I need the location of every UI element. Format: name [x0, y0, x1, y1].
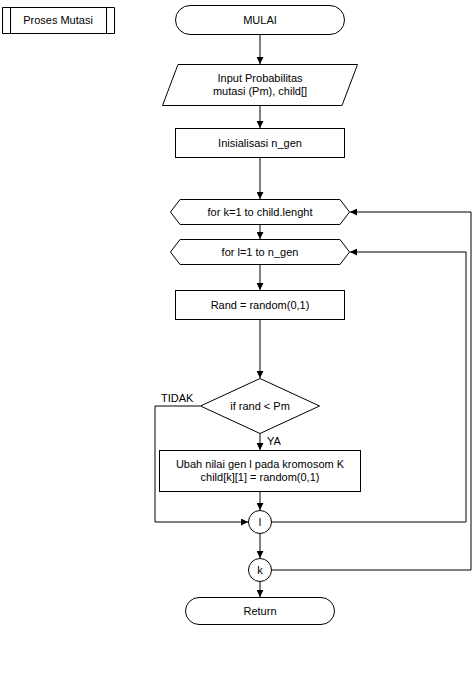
- connector-circle: l: [248, 510, 272, 534]
- terminator: Return: [185, 597, 335, 625]
- input-parallelogram: Input Probabilitas mutasi (Pm), child[]: [162, 64, 358, 106]
- connector: [260, 35, 261, 64]
- node-text: Rand = random(0,1): [211, 299, 310, 312]
- edge-label: YA: [266, 435, 282, 447]
- predefined-bar: [106, 8, 107, 34]
- node-text: Ubah nilai gen l pada kromosom K child[k…: [166, 458, 354, 484]
- node-text: for k=1 to child.lenght: [208, 206, 313, 219]
- loop-hexagon-shape: [171, 200, 350, 225]
- connector: [260, 265, 261, 290]
- decision-diamond-shape: [201, 379, 320, 434]
- decision-diamond: if rand < Pm: [200, 378, 320, 434]
- connector: [260, 320, 261, 378]
- predefined-process: Proses Mutasi: [2, 7, 115, 34]
- process-box: Ubah nilai gen l pada kromosom K child[k…: [159, 450, 361, 492]
- process-box: Rand = random(0,1): [175, 290, 345, 320]
- loop-hexagon: for k=1 to child.lenght: [170, 199, 350, 225]
- connector: [260, 434, 261, 450]
- predefined-bar: [10, 8, 11, 34]
- connector: [260, 492, 261, 510]
- input-parallelogram-shape: [163, 65, 358, 106]
- node-text: if rand < Pm: [230, 400, 290, 413]
- node-text: Input Probabilitas mutasi (Pm), child[]: [201, 72, 319, 98]
- connector: [260, 225, 261, 239]
- loop-hexagon: for l=1 to n_gen: [170, 239, 350, 265]
- node-text: for l=1 to n_gen: [222, 246, 299, 259]
- connector: [272, 212, 471, 570]
- connector: [260, 158, 261, 199]
- terminator: MULAI: [175, 5, 345, 35]
- node-text: Proses Mutasi: [23, 14, 93, 27]
- node-text: MULAI: [243, 14, 277, 27]
- connector: [260, 582, 261, 597]
- node-text: Inisialisasi n_gen: [218, 137, 302, 150]
- connector: [260, 106, 261, 128]
- connector: [260, 534, 261, 558]
- node-text: Return: [243, 605, 276, 618]
- edge-label: TIDAK: [160, 392, 194, 404]
- node-text: l: [259, 516, 261, 529]
- node-text: k: [257, 564, 263, 577]
- loop-hexagon-shape: [171, 240, 350, 265]
- predefined-process-shape: [2, 8, 114, 34]
- process-box: Inisialisasi n_gen: [175, 128, 345, 158]
- connector-circle: k: [248, 558, 272, 582]
